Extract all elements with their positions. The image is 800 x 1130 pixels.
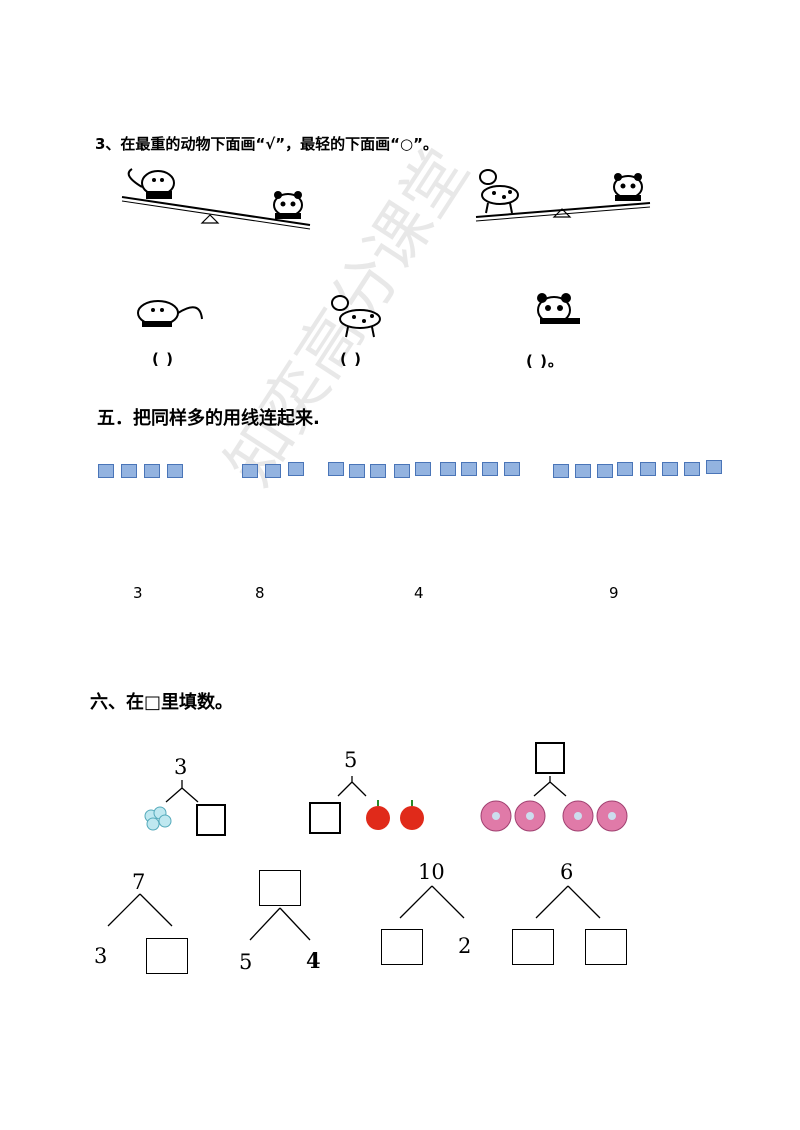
seesaw-monkey-panda (121, 168, 311, 230)
panda-icon (613, 173, 643, 201)
tree-top-number: 6 (560, 860, 574, 884)
number-label[interactable]: 9 (609, 584, 619, 602)
answer-box[interactable] (259, 870, 301, 906)
monkey-icon (137, 300, 203, 327)
q5-title: 五．把同样多的用线连起来. (97, 408, 320, 429)
flower-icon (480, 800, 628, 832)
panda-icon (537, 293, 580, 324)
answer-blank-deer[interactable]: ( ) (340, 350, 362, 368)
answer-box[interactable] (512, 929, 554, 965)
answer-box[interactable] (196, 804, 226, 836)
deer-icon (479, 169, 519, 214)
seesaw-deer-panda (475, 169, 651, 222)
deer-icon (331, 295, 381, 338)
number-label[interactable]: 3 (133, 584, 143, 602)
answer-box[interactable] (381, 929, 423, 965)
tree-top-number: 5 (344, 748, 358, 772)
q6-title: 六、在□里填数。 (90, 692, 234, 713)
number-label[interactable]: 8 (255, 584, 265, 602)
answer-blank-monkey[interactable]: ( ) (152, 350, 174, 368)
flower-icon (144, 806, 172, 831)
tree-top-number: 7 (132, 870, 146, 894)
tree-top-number: 3 (174, 755, 188, 779)
answer-box[interactable] (309, 802, 341, 834)
tree-left-number: 3 (94, 944, 108, 968)
monkey-icon (127, 168, 175, 199)
tree-right-number: 4 (306, 948, 321, 973)
tree-right-number: 2 (458, 934, 472, 958)
apple-icon (366, 800, 424, 830)
panda-icon (273, 191, 303, 219)
tree-top-number: 10 (418, 860, 445, 884)
answer-box[interactable] (585, 929, 627, 965)
answer-blank-panda[interactable]: ( )。 (526, 352, 564, 370)
answer-box[interactable] (535, 742, 565, 774)
q3-title: 3、在最重的动物下面画“√”，最轻的下面画“○”。 (95, 135, 438, 153)
answer-box[interactable] (146, 938, 188, 974)
number-label[interactable]: 4 (414, 584, 424, 602)
tree-left-number: 5 (239, 950, 253, 974)
